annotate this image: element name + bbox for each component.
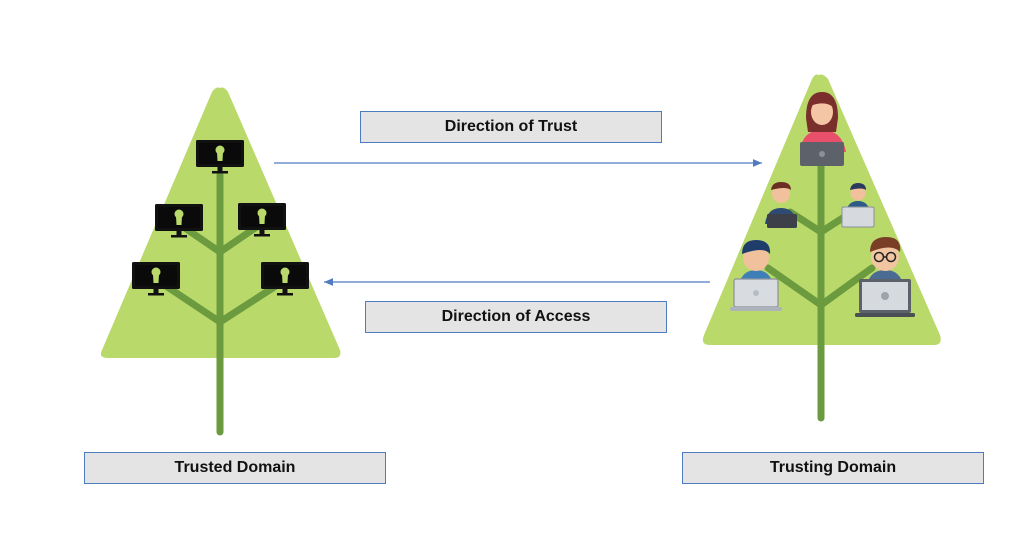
trusting-domain-tree <box>702 74 941 422</box>
user-laptop-icon <box>729 240 783 312</box>
trusted-tree-trunk <box>156 171 286 436</box>
user-laptop-icon <box>855 237 915 317</box>
user-laptop-icon <box>765 182 797 228</box>
trusted-domain-tree <box>100 87 341 436</box>
user-laptop-icon <box>841 183 875 228</box>
direction-of-access-label: Direction of Access <box>365 301 667 333</box>
trusting-domain-label: Trusting Domain <box>682 452 984 484</box>
user-laptop-icon <box>800 92 846 166</box>
trusted-domain-label: Trusted Domain <box>84 452 386 484</box>
direction-of-trust-label: Direction of Trust <box>360 111 662 143</box>
